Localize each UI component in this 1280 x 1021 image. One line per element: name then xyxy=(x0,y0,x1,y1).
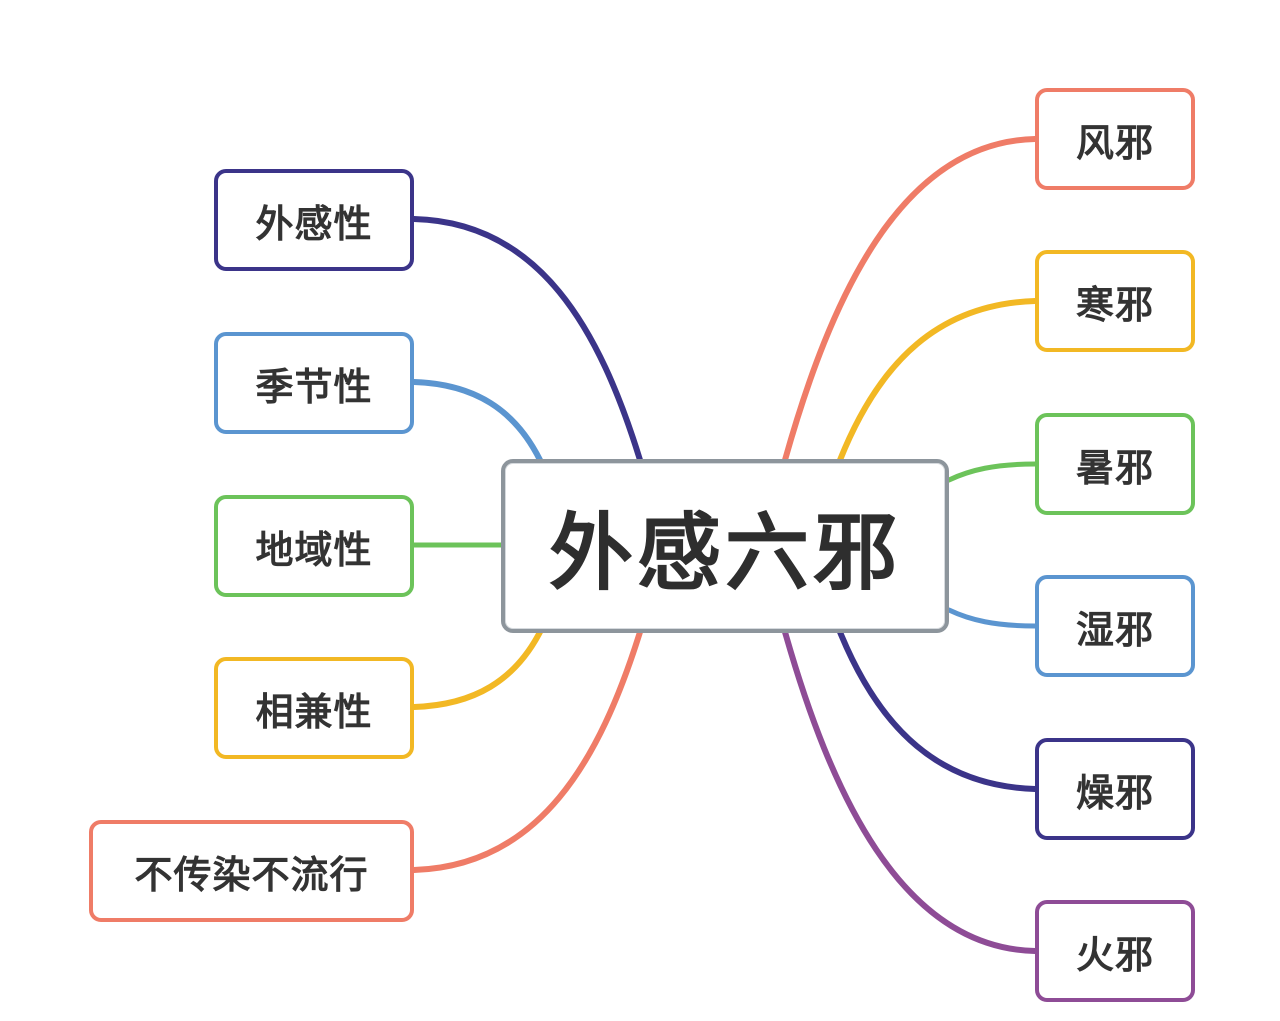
node-寒邪[interactable]: 寒邪 xyxy=(1035,250,1195,352)
node-地域性[interactable]: 地域性 xyxy=(214,495,414,597)
node-相兼性[interactable]: 相兼性 xyxy=(214,657,414,759)
node-暑邪[interactable]: 暑邪 xyxy=(1035,413,1195,515)
link-燥邪 xyxy=(837,629,1038,792)
node-label: 火邪 xyxy=(1075,932,1154,977)
node-label: 湿邪 xyxy=(1075,607,1154,652)
node-燥邪[interactable]: 燥邪 xyxy=(1035,738,1195,840)
node-外感性[interactable]: 外感性 xyxy=(214,169,414,271)
central-topic[interactable]: 外感六邪 xyxy=(501,459,949,633)
link-寒邪 xyxy=(837,298,1038,463)
link-季节性 xyxy=(411,379,543,463)
node-label: 相兼性 xyxy=(255,689,373,734)
node-label: 外感性 xyxy=(255,201,373,246)
node-label: 地域性 xyxy=(255,527,373,572)
node-风邪[interactable]: 风邪 xyxy=(1035,88,1195,190)
node-不传染不流行[interactable]: 不传染不流行 xyxy=(89,820,414,922)
node-label: 季节性 xyxy=(255,364,373,409)
link-外感性 xyxy=(411,216,643,463)
link-火邪 xyxy=(782,629,1038,954)
node-季节性[interactable]: 季节性 xyxy=(214,332,414,434)
link-湿邪 xyxy=(946,607,1038,629)
node-label: 不传染不流行 xyxy=(134,852,369,897)
node-火邪[interactable]: 火邪 xyxy=(1035,900,1195,1002)
link-暑邪 xyxy=(946,461,1038,483)
link-相兼性 xyxy=(411,629,543,710)
node-label: 风邪 xyxy=(1075,120,1154,165)
central-topic-label: 外感六邪 xyxy=(548,503,901,602)
link-不传染不流行 xyxy=(411,629,643,873)
node-湿邪[interactable]: 湿邪 xyxy=(1035,575,1195,677)
node-label: 暑邪 xyxy=(1075,445,1154,490)
link-风邪 xyxy=(782,136,1038,463)
node-label: 寒邪 xyxy=(1075,282,1154,327)
node-label: 燥邪 xyxy=(1075,770,1154,815)
